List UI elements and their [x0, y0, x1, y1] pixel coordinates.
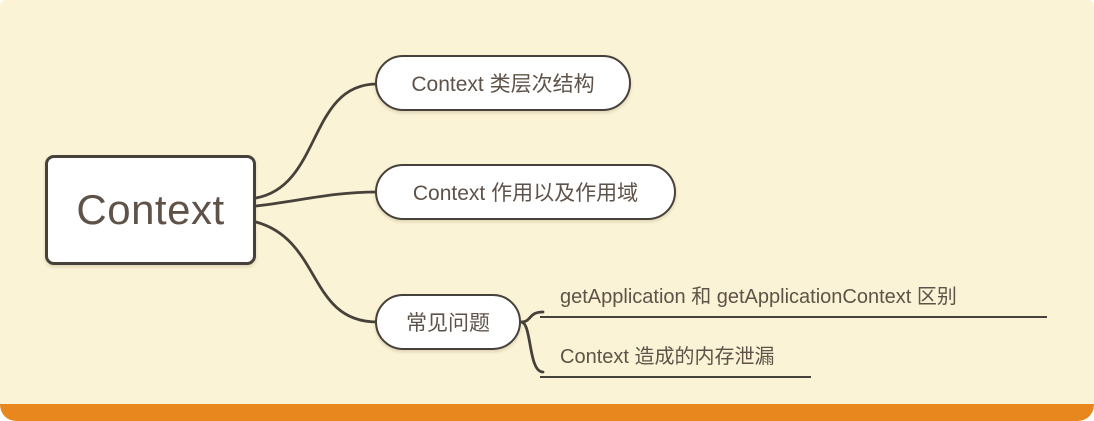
child-node-label: getApplication 和 getApplicationContext 区… [560, 286, 957, 308]
branch-node-common-questions[interactable]: 常见问题 [375, 294, 521, 350]
branch-node-label: Context 作用以及作用域 [412, 182, 639, 205]
branch-node-class-hierarchy[interactable]: Context 类层次结构 [375, 55, 631, 111]
bottom-accent-bar [0, 404, 1094, 421]
root-node-context[interactable]: Context [45, 155, 256, 265]
child-node-memory-leak[interactable]: Context 造成的内存泄漏 [540, 340, 811, 378]
child-node-getapplication-difference[interactable]: getApplication 和 getApplicationContext 区… [540, 280, 1047, 318]
root-node-label: Context [76, 186, 225, 233]
child-node-label: Context 造成的内存泄漏 [560, 346, 775, 368]
branch-node-label: Context 类层次结构 [411, 73, 595, 96]
branch-node-scope[interactable]: Context 作用以及作用域 [375, 164, 676, 220]
branch-node-label: 常见问题 [406, 312, 490, 335]
